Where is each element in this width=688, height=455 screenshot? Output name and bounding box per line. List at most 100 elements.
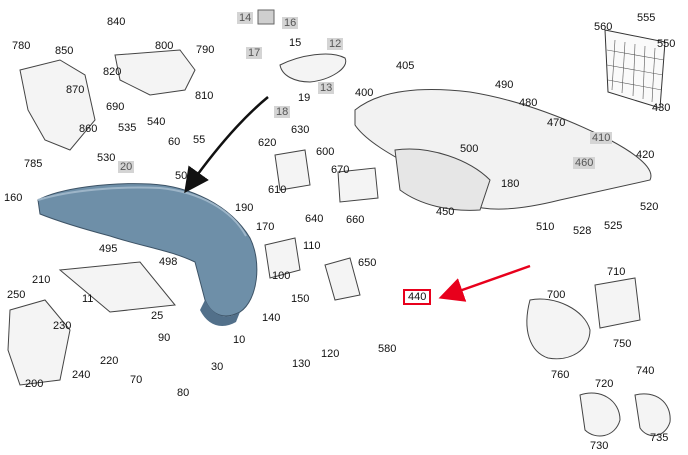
label-820: 820 — [103, 66, 122, 78]
label-850: 850 — [55, 45, 74, 57]
bracket-left-part — [19, 59, 96, 151]
label-535: 535 — [118, 122, 137, 134]
trim-650-part — [324, 257, 361, 301]
label-550: 550 — [657, 38, 676, 50]
label-70: 70 — [130, 374, 143, 386]
label-220: 220 — [100, 355, 119, 367]
diffuser-grille — [604, 29, 666, 109]
label-120: 120 — [321, 348, 340, 360]
label-610: 610 — [268, 184, 287, 196]
label-730: 730 — [590, 440, 609, 452]
box-670-part — [337, 167, 379, 203]
label-530: 530 — [97, 152, 116, 164]
label-630: 630 — [291, 124, 310, 136]
label-600: 600 — [316, 146, 335, 158]
label-18: 18 — [274, 106, 291, 118]
label-560: 560 — [594, 21, 613, 33]
label-785: 785 — [24, 158, 43, 170]
label-90: 90 — [158, 332, 171, 344]
label-510: 510 — [536, 221, 555, 233]
label-15: 15 — [289, 37, 302, 49]
label-80: 80 — [177, 387, 190, 399]
label-760: 760 — [551, 369, 570, 381]
label-240: 240 — [72, 369, 91, 381]
label-16: 16 — [282, 17, 299, 29]
label-190: 190 — [235, 202, 254, 214]
label-405: 405 — [396, 60, 415, 72]
shaded-part-14 — [257, 9, 275, 25]
label-130: 130 — [292, 358, 311, 370]
label-60: 60 — [168, 136, 181, 148]
label-100: 100 — [272, 270, 291, 282]
label-660: 660 — [346, 214, 365, 226]
label-10: 10 — [233, 334, 246, 346]
label-110: 110 — [303, 240, 321, 252]
bumper-lip-part — [200, 300, 240, 326]
label-790: 790 — [196, 44, 215, 56]
label-750: 750 — [613, 338, 632, 350]
label-14: 14 — [237, 12, 254, 24]
label-840: 840 — [107, 16, 126, 28]
label-580: 580 — [378, 343, 397, 355]
label-720: 720 — [595, 378, 614, 390]
label-480: 480 — [519, 97, 538, 109]
bumper-top-edge — [37, 186, 247, 237]
label-500: 500 — [460, 143, 479, 155]
reference-arrow — [184, 96, 269, 194]
label-495: 495 — [99, 243, 118, 255]
label-11: 11 — [82, 293, 94, 305]
bracket-730-part — [579, 392, 621, 437]
bracket-610-part — [274, 149, 311, 191]
label-420: 420 — [636, 149, 655, 161]
diffuser-mesh — [606, 39, 665, 103]
bracket-710-part — [594, 277, 641, 329]
label-735: 735 — [650, 432, 669, 444]
label-540: 540 — [147, 116, 166, 128]
label-650: 650 — [358, 257, 377, 269]
label-430: 430 — [652, 102, 671, 114]
label-700: 700 — [547, 289, 566, 301]
label-210: 210 — [32, 274, 51, 286]
label-470: 470 — [547, 117, 566, 129]
lower-grille-part — [58, 261, 176, 313]
grille-100-part — [264, 237, 301, 279]
label-800: 800 — [155, 40, 174, 52]
label-200: 200 — [25, 378, 44, 390]
label-150: 150 — [291, 293, 310, 305]
bracket-right-part — [114, 49, 196, 96]
label-180: 180 — [501, 178, 520, 190]
label-450: 450 — [436, 206, 455, 218]
bumper-cover-part — [37, 183, 258, 317]
label-810: 810 — [195, 90, 214, 102]
label-528: 528 — [573, 225, 592, 237]
rear-bumper-lower — [394, 148, 491, 211]
label-870: 870 — [66, 84, 85, 96]
label-20: 20 — [118, 161, 135, 173]
bracket-700-part — [526, 298, 591, 360]
label-640: 640 — [305, 213, 324, 225]
label-25: 25 — [151, 310, 164, 322]
label-230: 230 — [53, 320, 72, 332]
label-410: 410 — [590, 132, 613, 144]
label-690: 690 — [106, 101, 125, 113]
label-17: 17 — [246, 47, 263, 59]
label-780: 780 — [12, 40, 31, 52]
label-55: 55 — [193, 134, 206, 146]
label-555: 555 — [637, 12, 656, 24]
label-710: 710 — [607, 266, 626, 278]
label-160: 160 — [4, 192, 23, 204]
sensor-cover-part — [279, 53, 347, 83]
label-50: 50 — [175, 170, 188, 182]
label-740: 740 — [636, 365, 655, 377]
label-12: 12 — [327, 38, 344, 50]
label-440[interactable]: 440 — [402, 289, 432, 305]
callout-arrow — [438, 264, 531, 302]
label-13: 13 — [318, 82, 335, 94]
label-670: 670 — [331, 164, 350, 176]
label-860: 860 — [79, 123, 98, 135]
label-140: 140 — [262, 312, 281, 324]
side-trim-part — [7, 299, 71, 386]
label-620: 620 — [258, 137, 277, 149]
